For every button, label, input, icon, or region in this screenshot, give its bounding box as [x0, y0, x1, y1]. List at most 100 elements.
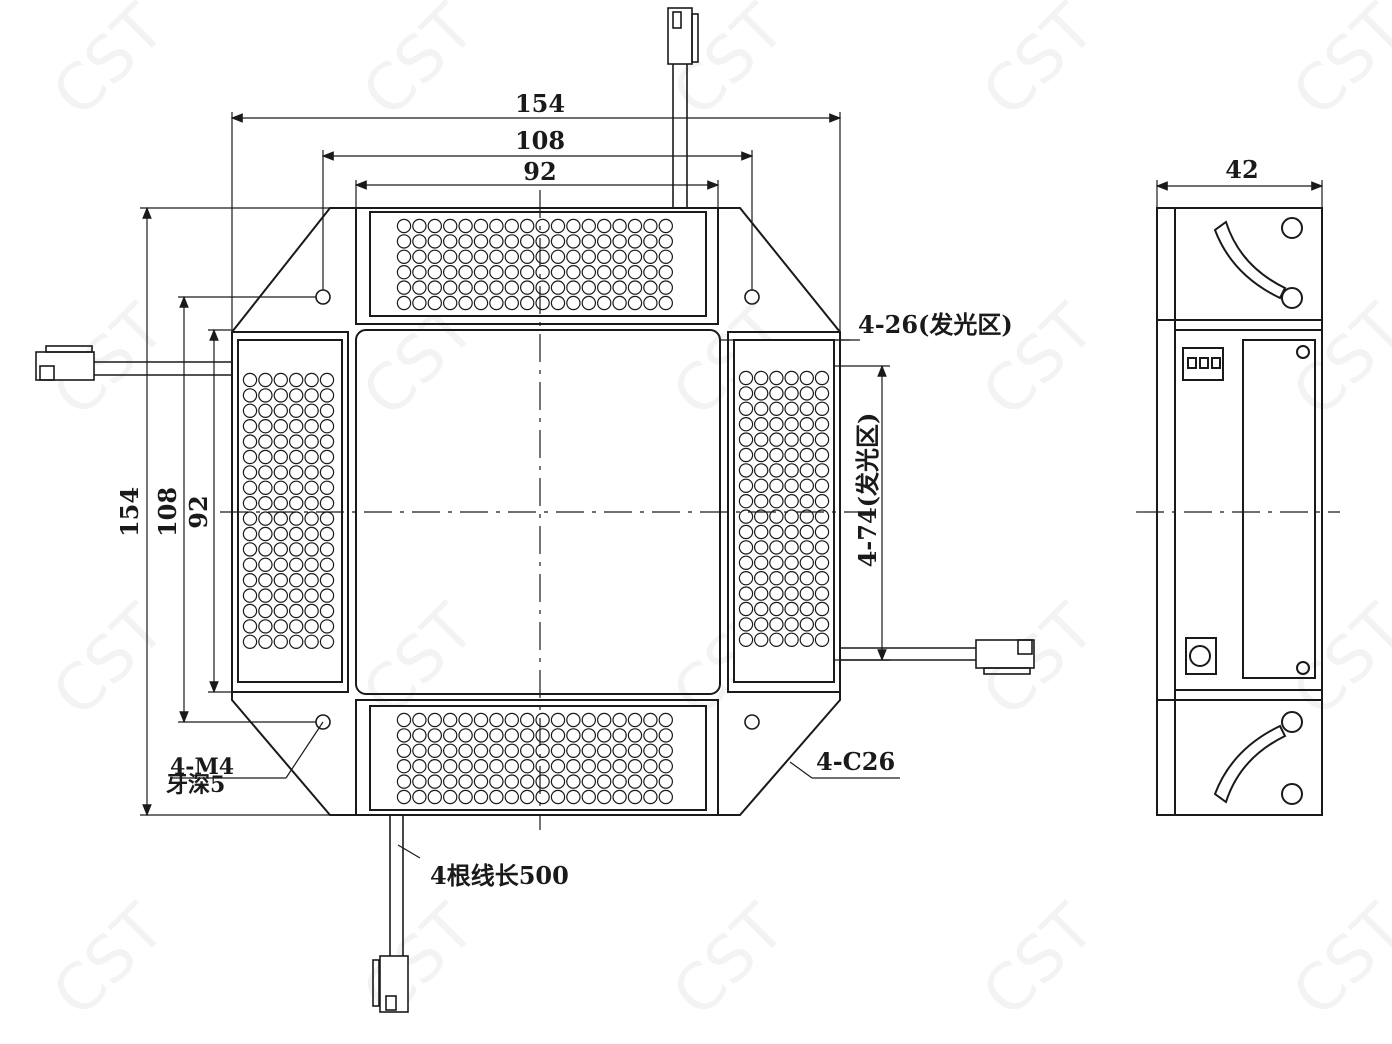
led-dot: [597, 249, 612, 264]
led-dot: [396, 295, 412, 311]
led-dot: [304, 526, 319, 542]
led-dot: [784, 632, 799, 648]
led-dot: [273, 480, 288, 495]
dim-outer-width: 154: [515, 89, 565, 118]
led-dot: [242, 496, 258, 511]
led-dot: [319, 542, 335, 557]
led-dot: [396, 789, 412, 805]
led-dot: [319, 573, 335, 588]
led-dot: [258, 542, 273, 557]
led-dot: [581, 249, 597, 264]
led-dot: [396, 759, 412, 774]
led-dot: [612, 265, 627, 280]
side-screw-3: [1281, 711, 1303, 733]
side-screw-4: [1281, 783, 1303, 805]
led-dot: [799, 509, 815, 524]
led-dot: [784, 478, 799, 493]
led-dot: [769, 617, 784, 632]
led-grid-top: [396, 218, 674, 311]
led-dot: [738, 370, 754, 386]
watermark-text: CST: [969, 0, 1110, 131]
dim-thickness: 42: [1225, 155, 1258, 184]
led-dot: [412, 234, 427, 249]
led-dot: [289, 449, 304, 465]
led-dot: [304, 372, 319, 388]
led-dot: [754, 432, 769, 447]
led-dot: [814, 586, 830, 601]
led-dot: [814, 555, 830, 571]
led-dot: [597, 218, 612, 234]
led-dot: [550, 295, 566, 311]
led-dot: [443, 295, 458, 311]
led-dot: [814, 370, 830, 386]
led-dot: [581, 774, 597, 789]
led-dot: [550, 218, 566, 234]
led-dot: [799, 555, 815, 571]
led-dot: [304, 449, 319, 465]
led-dot: [396, 280, 412, 295]
side-connector-top: [1182, 347, 1224, 381]
label-thread-depth: 牙深5: [166, 772, 225, 798]
led-dot: [769, 447, 784, 463]
led-dot: [489, 728, 504, 743]
led-dot: [769, 540, 784, 555]
led-dot: [319, 526, 335, 542]
label-thread-spec: 4-M4: [170, 754, 234, 780]
led-dot: [799, 524, 815, 540]
led-dot: [520, 265, 535, 280]
led-dot: [289, 388, 304, 403]
led-dot: [520, 249, 535, 264]
side-screw-2: [1281, 287, 1303, 309]
led-dot: [550, 712, 566, 728]
led-grid-right: [738, 370, 830, 648]
led-dot: [754, 463, 769, 478]
led-dot: [273, 419, 288, 434]
led-dot: [754, 601, 769, 617]
led-dot: [319, 480, 335, 495]
led-dot: [396, 234, 412, 249]
led-dot: [738, 617, 754, 632]
led-dot: [581, 712, 597, 728]
led-dot: [443, 218, 458, 234]
led-dot: [289, 526, 304, 542]
watermark-text: CST: [1279, 0, 1392, 131]
led-dot: [258, 557, 273, 573]
led-dot: [738, 494, 754, 509]
led-dot: [627, 743, 643, 759]
led-dot: [473, 265, 489, 280]
led-dot: [784, 601, 799, 617]
watermark-text: CST: [659, 890, 800, 1031]
led-dot: [627, 728, 643, 743]
led-dot: [566, 218, 581, 234]
led-dot: [535, 234, 550, 249]
led-dot: [289, 465, 304, 480]
led-dot: [304, 573, 319, 588]
led-dot: [754, 401, 769, 416]
led-dot: [550, 728, 566, 743]
led-dot: [627, 774, 643, 789]
led-dot: [612, 743, 627, 759]
led-dot: [489, 759, 504, 774]
led-dot: [458, 712, 473, 728]
led-dot: [473, 295, 489, 311]
led-dot: [535, 249, 550, 264]
mount-hole-br: [744, 714, 760, 730]
led-dot: [799, 632, 815, 648]
led-dot: [242, 526, 258, 542]
led-dot: [242, 588, 258, 603]
led-dot: [443, 712, 458, 728]
led-dot: [427, 759, 442, 774]
led-dot: [784, 463, 799, 478]
led-dot: [304, 465, 319, 480]
led-panel-left: [237, 339, 343, 683]
label-light-zone-length: 4-74(发光区): [853, 413, 882, 568]
led-dot: [799, 617, 815, 632]
led-dot: [627, 759, 643, 774]
led-dot: [643, 759, 658, 774]
led-panel-top-frame: [355, 207, 719, 325]
led-dot: [566, 789, 581, 805]
led-dot: [738, 555, 754, 571]
led-dot: [754, 524, 769, 540]
led-dot: [612, 789, 627, 805]
led-dot: [258, 496, 273, 511]
